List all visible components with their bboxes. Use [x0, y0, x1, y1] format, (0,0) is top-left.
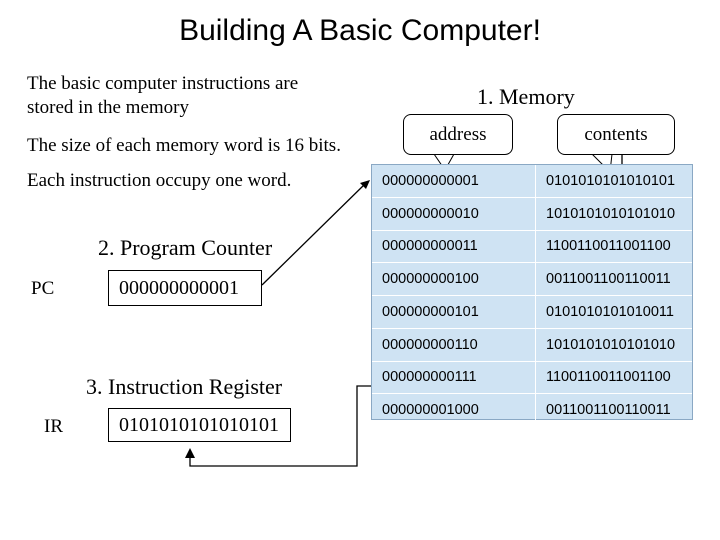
memory-address-cell: 000000000111: [372, 361, 536, 394]
memory-contents-cell: 0101010101010101: [546, 172, 676, 189]
ir-label: IR: [44, 416, 63, 437]
memory-address-cell: 000000000011: [372, 230, 536, 263]
pc-register-box: 000000000001: [108, 270, 262, 306]
memory-contents-cell: 0101010101010011: [546, 303, 674, 320]
memory-contents-cell: 1010101010101010: [546, 336, 676, 353]
pc-arrow-head: [360, 180, 370, 189]
address-callout: address: [403, 114, 513, 155]
memory-row: 000000000101 0101010101010011: [372, 296, 692, 329]
memory-contents-cell: 0011001100110011: [546, 402, 671, 419]
memory-address-cell: 000000001000: [372, 394, 536, 426]
description-line-4: Each instruction occupy one word.: [27, 170, 292, 191]
memory-row: 000000000001 0101010101010101: [372, 165, 692, 198]
memory-contents-cell: 1100110011001100: [546, 238, 671, 255]
memory-row: 000000000011 1100110011001100: [372, 230, 692, 264]
program-counter-heading: 2. Program Counter: [98, 235, 273, 260]
memory-row: 000000000010 1010101010101010: [372, 197, 692, 231]
memory-row: 000000001000 0011001100110011: [372, 394, 692, 426]
memory-table: 000000000001 0101010101010101 000000000010…: [371, 164, 693, 426]
memory-address-cell: 000000000001: [372, 165, 536, 197]
address-label: address: [429, 123, 487, 145]
page-title: Building A Basic Computer!: [179, 14, 541, 47]
description-line-2: stored in the memory: [27, 97, 189, 118]
pc-value: 000000000001: [119, 276, 239, 299]
ir-value: 0101010101010101: [119, 413, 279, 436]
instruction-register-heading: 3. Instruction Register: [86, 374, 283, 399]
memory-to-ir-arrow: [189, 385, 371, 467]
description-line-3: The size of each memory word is 16 bits.: [27, 135, 341, 156]
memory-address-cell: 000000000010: [372, 197, 536, 230]
contents-callout: contents: [557, 114, 675, 155]
memory-heading: 1. Memory: [477, 84, 575, 109]
memory-row: 000000000111 1100110011001100: [372, 361, 692, 395]
memory-row: 000000000100 0011001100110011: [372, 263, 692, 296]
contents-label: contents: [584, 123, 648, 145]
description-line-1: The basic computer instructions are: [27, 73, 299, 94]
ir-arrow-head: [185, 448, 195, 458]
memory-contents-cell: 1100110011001100: [546, 369, 671, 386]
memory-contents-cell: 0011001100110011: [546, 271, 671, 288]
pc-label: PC: [31, 278, 55, 299]
memory-address-cell: 000000000101: [372, 296, 536, 328]
memory-row: 000000000110 1010101010101010: [372, 328, 692, 362]
ir-register-box: 0101010101010101: [108, 408, 291, 442]
memory-address-cell: 000000000110: [372, 328, 536, 361]
memory-contents-cell: 1010101010101010: [546, 205, 676, 222]
memory-address-cell: 000000000100: [372, 263, 536, 295]
pc-to-memory-arrow: [261, 182, 367, 286]
